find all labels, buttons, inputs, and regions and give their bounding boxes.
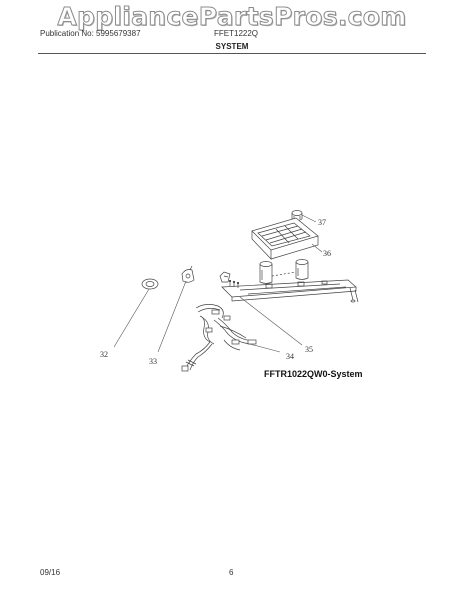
part-small-clip: [219, 271, 231, 283]
callout-33: 33: [149, 357, 157, 366]
part-wire-clip: [181, 265, 195, 283]
watermark: AppliancePartsPros.com: [57, 2, 407, 32]
diagram-caption: FFTR1022QW0-System: [264, 369, 363, 379]
header-rule: [38, 53, 426, 54]
callout-32: 32: [100, 350, 108, 359]
publication-number: Publication No: 5995679387: [40, 29, 141, 38]
callout-36: 36: [323, 249, 331, 258]
page-number: 6: [229, 568, 234, 577]
callout-35: 35: [305, 345, 313, 354]
callout-34: 34: [286, 352, 294, 361]
footer-date: 09/16: [40, 568, 61, 577]
tray-mounting-posts: [259, 259, 309, 284]
leader-lines: [113, 214, 323, 353]
part-mounting-bracket: [221, 279, 359, 303]
section-title: SYSTEM: [215, 42, 249, 51]
part-drain-tray: [251, 217, 319, 260]
part-wire-harness: [181, 304, 257, 372]
part-grommet: [141, 278, 159, 290]
model-number: FFET1222Q: [214, 29, 259, 38]
callout-37: 37: [318, 218, 326, 227]
